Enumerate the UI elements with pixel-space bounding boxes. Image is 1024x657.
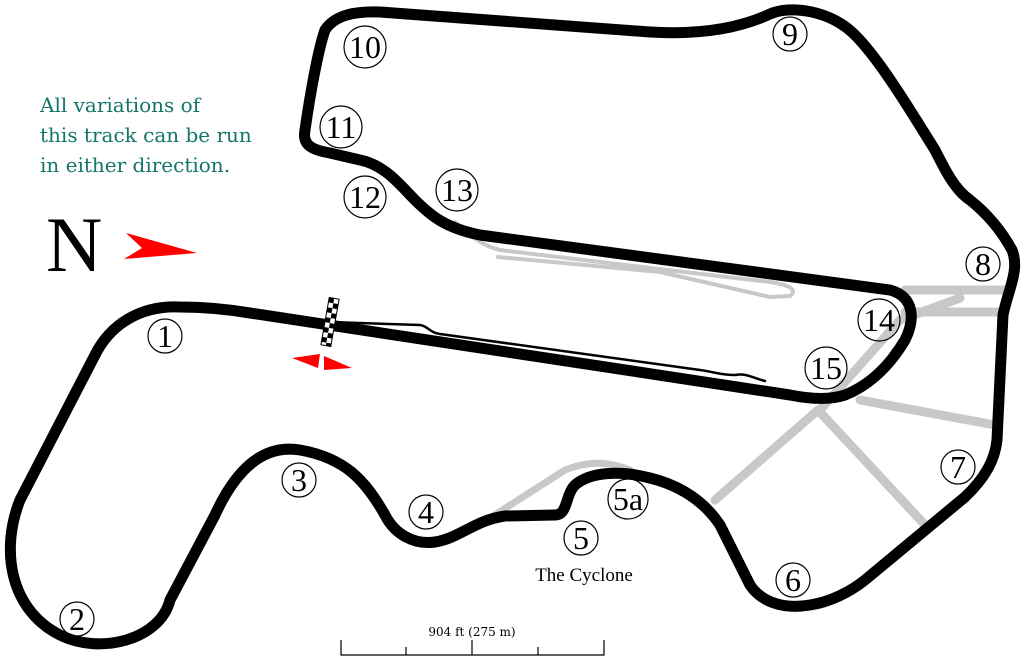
runoff-road-diagonal-west [710,405,823,505]
svg-text:11: 11 [326,109,357,145]
svg-text:7: 7 [950,449,966,485]
svg-text:1: 1 [157,318,173,354]
direction-note-line: this track can be run [40,123,252,147]
corner-marker: 5 [563,520,599,556]
corner-marker: 5a [607,478,649,520]
direction-arrow-right-icon [324,356,352,370]
svg-text:2: 2 [69,601,85,637]
svg-text:14: 14 [863,302,895,338]
corner-marker: 11 [319,105,363,149]
track-outline [4,4,1021,650]
direction-note: All variations of this track can be run … [40,90,252,180]
north-label: N [46,201,103,288]
start-finish-line [320,296,340,348]
corner-marker: 13 [435,168,479,212]
svg-text:3: 3 [291,462,307,498]
cyclone-label: The Cyclone [535,565,633,586]
corner-marker: 14 [857,298,901,342]
svg-text:15: 15 [810,350,842,386]
north-arrow-icon [124,233,197,259]
corner-marker: 2 [59,601,95,637]
direction-arrow-left-icon [292,354,320,368]
scale-bar: 904 ft (275 m) [340,625,605,656]
svg-text:5a: 5a [613,481,643,517]
corner-marker: 7 [940,449,976,485]
svg-text:4: 4 [418,494,434,530]
svg-text:10: 10 [349,29,381,65]
corner-marker: 4 [408,494,444,530]
scale-label: 904 ft (275 m) [428,625,515,639]
svg-text:6: 6 [785,562,801,598]
pit-lane [328,320,767,383]
runoff-road-mid-link [855,395,1000,430]
corner-marker: 12 [343,175,387,219]
direction-note-line: in either direction. [40,153,231,177]
corner-marker: 8 [965,246,1001,282]
svg-text:13: 13 [441,172,473,208]
svg-text:9: 9 [782,16,798,52]
direction-arrows [292,354,352,370]
runoff-roads [453,220,1010,530]
runoff-road-cyclone-link [486,459,634,522]
corner-marker: 6 [775,562,811,598]
corner-markers: 1 2 3 4 5 5a 6 7 8 9 10 11 12 13 14 15 [59,16,1001,637]
svg-text:5: 5 [573,520,589,556]
svg-text:8: 8 [975,246,991,282]
svg-text:12: 12 [349,179,381,215]
corner-marker: 10 [343,25,387,69]
direction-note-line: All variations of [40,93,201,117]
corner-marker: 15 [804,346,848,390]
corner-marker: 1 [147,318,183,354]
corner-marker: 9 [772,16,808,52]
corner-marker: 3 [281,462,317,498]
runoff-road-diagonal-south [813,405,930,530]
